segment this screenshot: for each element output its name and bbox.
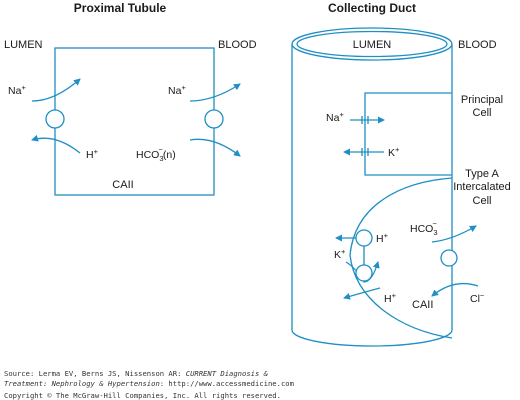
collecting-duct-cylinder [291, 27, 453, 347]
na-influx-arrow [31, 78, 81, 102]
exchanger-circle [45, 109, 65, 129]
proximal-na-basolateral-label: Na+ [168, 83, 186, 97]
proximal-cell-outline [54, 47, 215, 196]
proximal-caii-label: CAII [112, 179, 133, 191]
hco3-basolateral-arrow [189, 138, 241, 157]
intercalated-hco3-label: HCO3− [410, 219, 438, 237]
principal-k-label: K+ [388, 145, 400, 159]
copyright-line: Copyright © The McGraw-Hill Companies, I… [4, 391, 281, 400]
proximal-lumen-label: LUMEN [4, 39, 43, 51]
proximal-na-h-antiporter [31, 78, 81, 154]
intercalated-cell-outline [349, 177, 453, 339]
collecting-blood-label: BLOOD [458, 39, 497, 51]
proximal-na-label: Na+ [8, 83, 26, 97]
intercalated-cell-label-3: Cell [473, 195, 492, 207]
principal-na-label: Na+ [326, 110, 344, 124]
intercalated-h-atpase [335, 229, 373, 247]
intercalated-cl-hco3-exchanger [431, 225, 479, 297]
principal-k-channel [343, 148, 384, 156]
intercalated-caii-label: CAII [412, 299, 433, 311]
na-basolateral-arrow [189, 83, 241, 102]
h-efflux-arrow [31, 134, 81, 154]
collecting-title: Collecting Duct [328, 1, 416, 15]
principal-cell-outline [364, 92, 452, 176]
intercalated-cell-label-1: Type A [465, 168, 499, 180]
principal-cell-label-1: Principal [461, 94, 503, 106]
proximal-na-hco3-cotransporter [189, 83, 241, 157]
collecting-lumen-label: LUMEN [353, 39, 392, 51]
cotransporter-circle [204, 109, 224, 129]
proximal-title: Proximal Tubule [74, 1, 167, 15]
intercalated-cell-label-2: Intercalated [453, 181, 510, 193]
proximal-h-label: H+ [86, 147, 99, 161]
source-line-2: Treatment: Nephrology & Hypertension: ht… [4, 379, 294, 388]
intercalated-k-label: K+ [334, 247, 346, 261]
intercalated-h-k-atpase [343, 261, 381, 300]
principal-cell-label-2: Cell [473, 107, 492, 119]
intercalated-h-bottom-label: H+ [384, 291, 397, 305]
proximal-hco3-label: HCO3−(n) [136, 145, 176, 163]
intercalated-h-top-label: H+ [376, 231, 389, 245]
intercalated-cl-label: Cl− [470, 291, 485, 305]
source-line-1: Source: Lerma EV, Berns JS, Nissenson AR… [4, 369, 269, 378]
principal-na-channel [350, 116, 385, 124]
proximal-blood-label: BLOOD [218, 39, 257, 51]
